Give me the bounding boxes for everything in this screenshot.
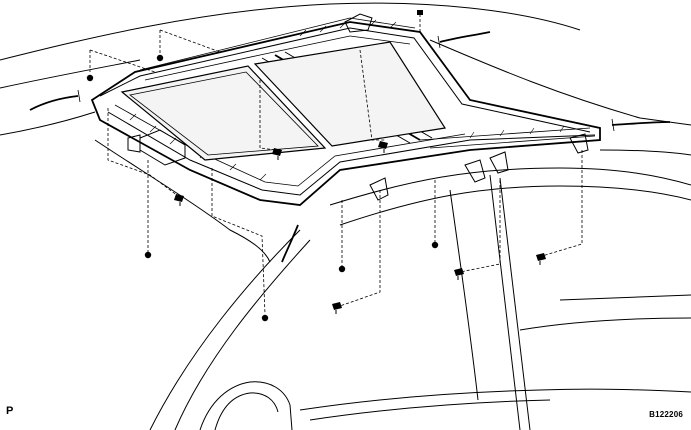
- figure-id: B122206: [649, 410, 683, 419]
- screw-center-lower: [332, 302, 342, 314]
- nut-top-left: [86, 74, 94, 82]
- drain-hoses: [29, 31, 671, 263]
- nut-right-center: [431, 241, 439, 249]
- screw-glass-right: [378, 141, 388, 153]
- nut-top-center: [156, 54, 164, 62]
- side-body-lines: [149, 167, 691, 430]
- sunroof-glass-panel: [120, 41, 446, 161]
- screw-glass-left: [272, 148, 282, 160]
- nut-center-lower: [261, 314, 269, 322]
- fasteners: [86, 10, 546, 322]
- clip-top-right: [417, 10, 423, 15]
- screw-right-center: [454, 268, 464, 280]
- roof-outline: [0, 2, 691, 263]
- screw-right: [536, 253, 546, 265]
- leader-lines: [89, 14, 583, 315]
- mounting-brackets: [127, 13, 589, 201]
- view-letter: P: [6, 405, 14, 417]
- screw-front-left: [174, 194, 184, 206]
- nut-center: [338, 265, 346, 273]
- nut-left-lower: [144, 251, 152, 259]
